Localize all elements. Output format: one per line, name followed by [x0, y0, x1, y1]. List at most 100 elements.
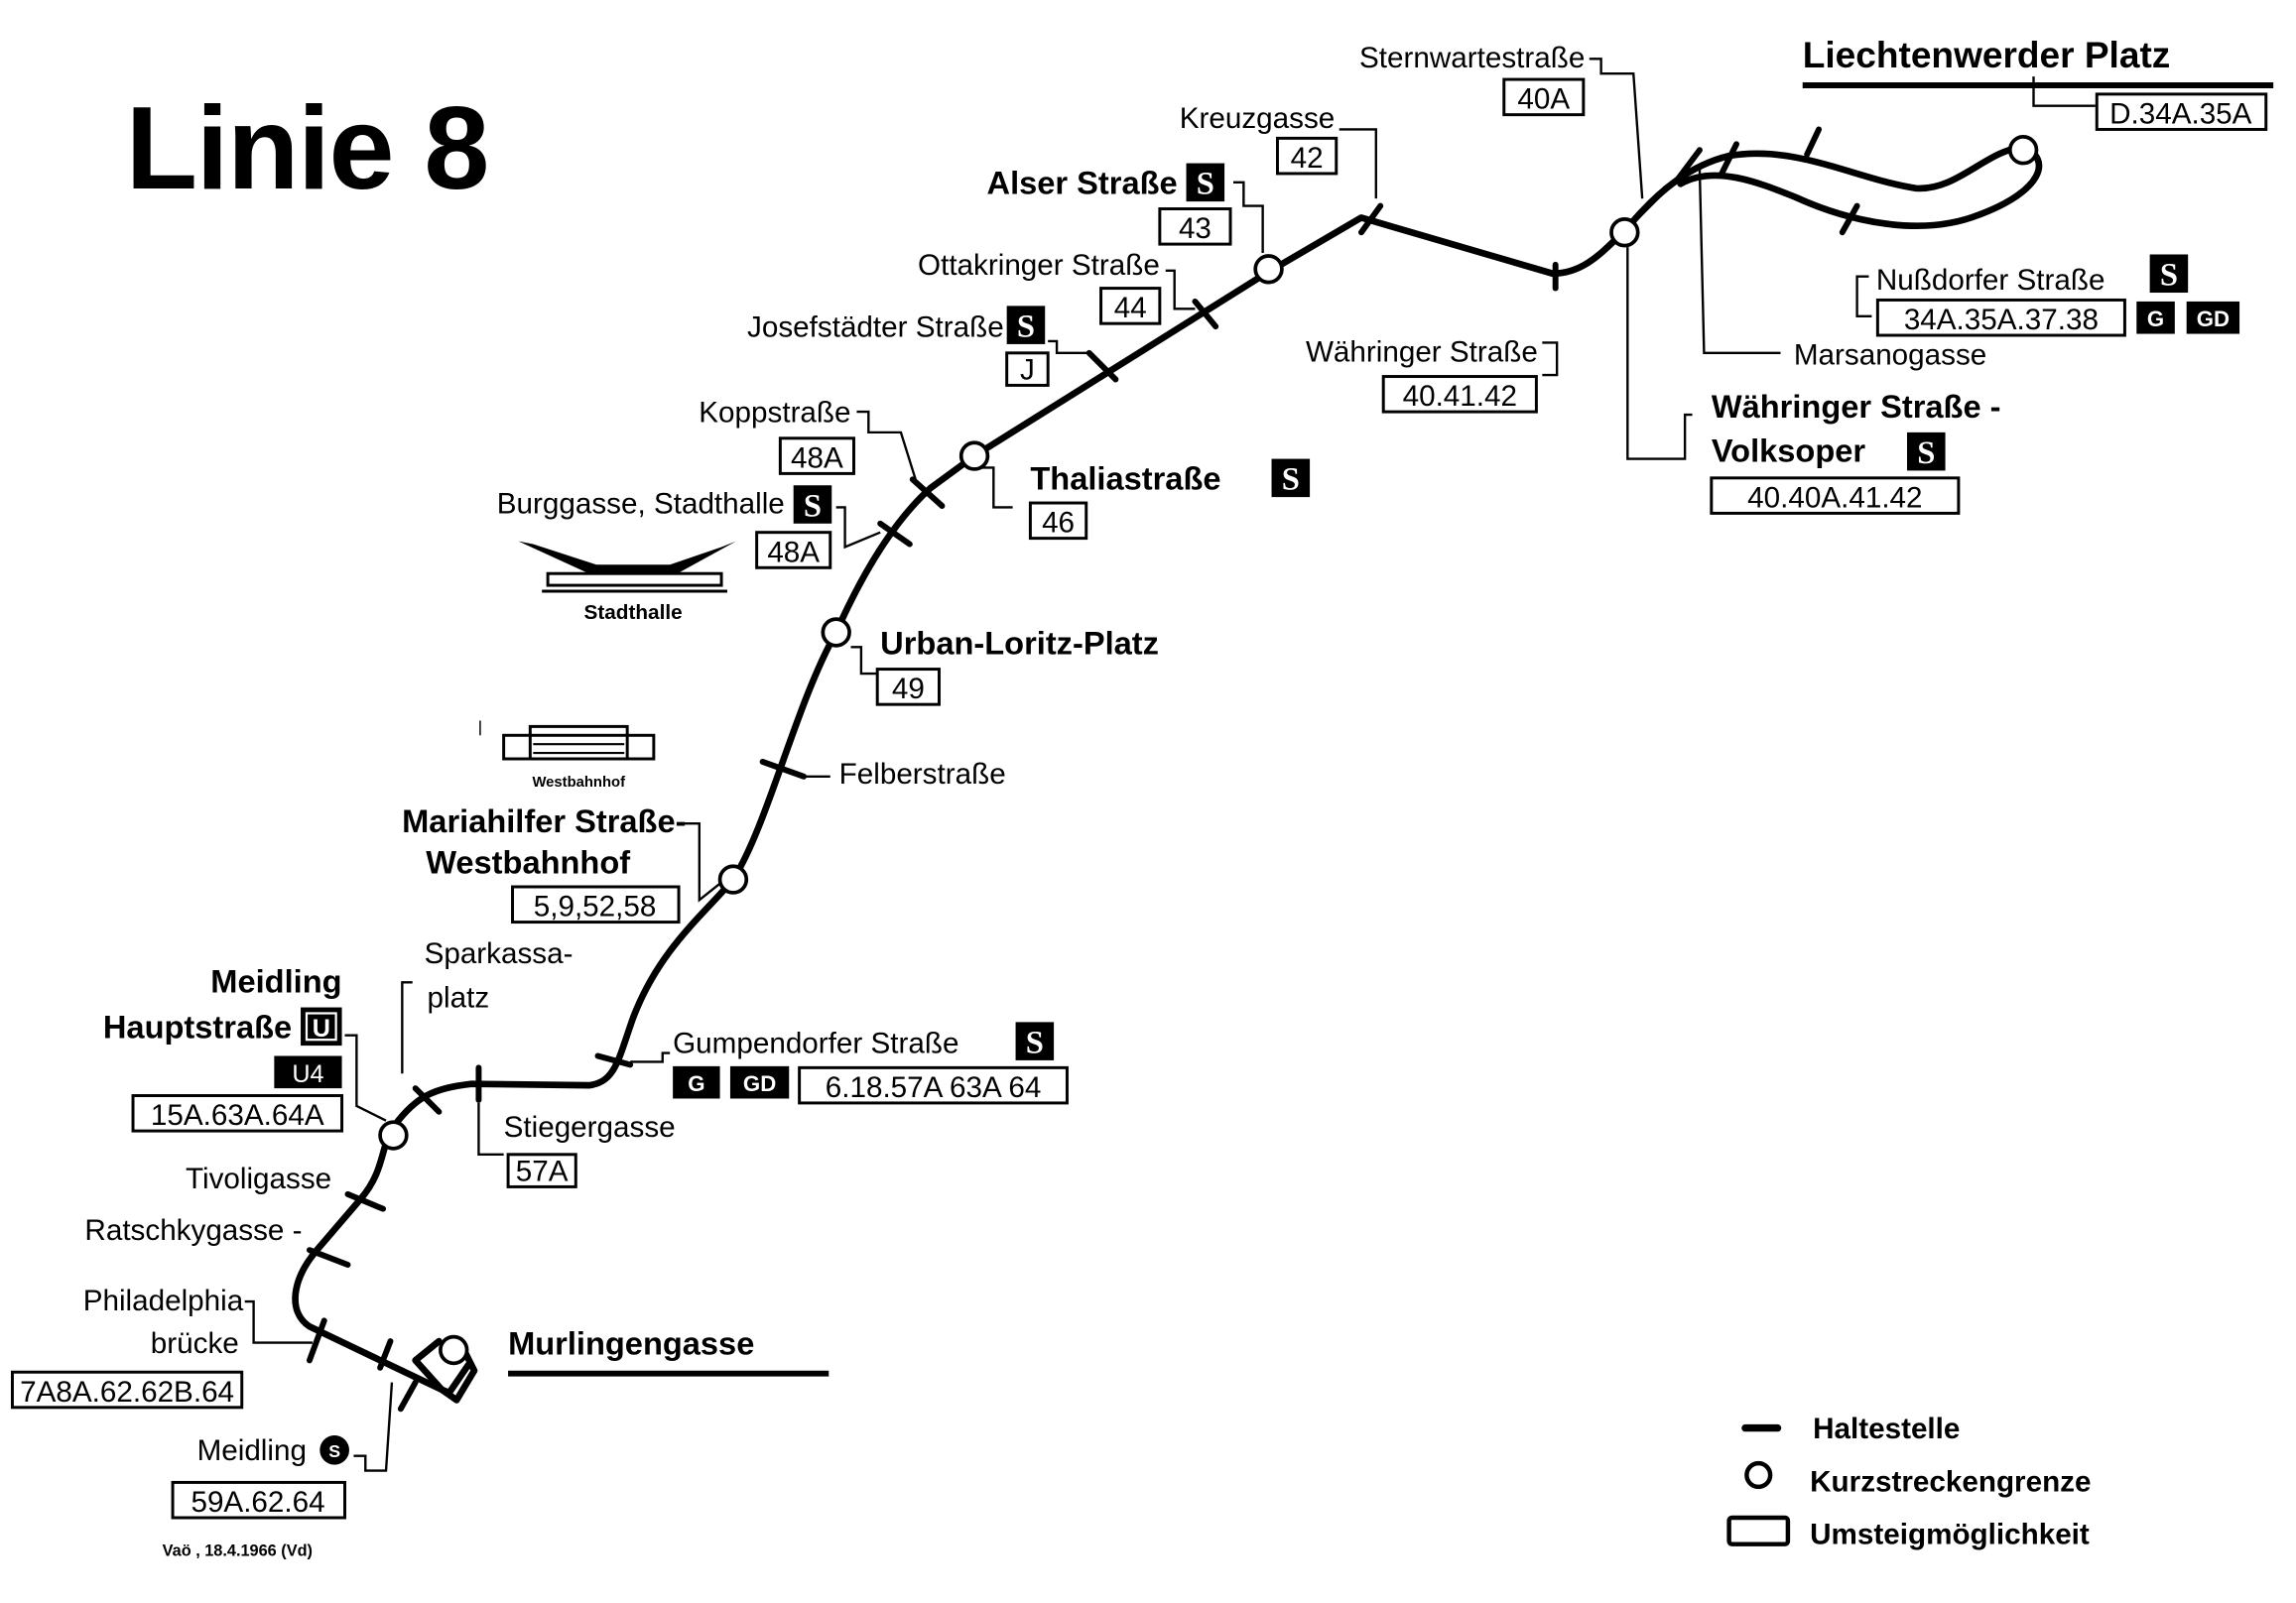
station-felberstrasse: Felberstraße	[839, 758, 1006, 791]
terminus-name: Murlingengasse	[508, 1324, 754, 1361]
route-list: 7A8A.62.62B.64	[20, 1376, 234, 1409]
u-bahn-line-badge: U4	[292, 1060, 323, 1088]
station-ratschkygasse: Ratschkygasse -	[84, 1214, 302, 1247]
station-name: Urban-Loritz-Platz	[880, 625, 1159, 662]
route-list: J	[1020, 354, 1035, 387]
route-list: 40.41.42	[1403, 380, 1517, 413]
legend-label: Haltestelle	[1813, 1413, 1960, 1445]
legend-label: Umsteigmöglichkeit	[1810, 1519, 2090, 1551]
station-name: Burggasse, Stadthalle	[497, 487, 785, 520]
g-badge: G	[2147, 307, 2164, 331]
fare-boundary-markers	[378, 135, 2039, 1366]
station-name: Stiegergasse	[504, 1111, 676, 1144]
station-name: Philadelphia	[83, 1285, 244, 1317]
station-name: Thaliastraße	[1030, 460, 1220, 497]
stop-ticks	[306, 126, 1860, 1413]
route-list: 59A.62.64	[191, 1486, 324, 1519]
station-name: Volksoper	[1712, 432, 1866, 469]
station-thaliastrasse: Thaliastraße S 46	[1028, 458, 1311, 541]
station-mariahilfer-strasse-westbahnhof: Westbahnhof Mariahilfer Straße- Westbahn…	[402, 720, 686, 925]
route-list: 57A	[516, 1156, 569, 1188]
station-name: Mariahilfer Straße-	[402, 802, 686, 839]
route-list: 5,9,52,58	[534, 891, 657, 924]
station-stiegergasse: Stiegergasse 57A	[504, 1111, 676, 1188]
station-name: Sparkassa-	[425, 937, 574, 970]
station-name: Sternwartestraße	[1359, 42, 1585, 74]
terminus-name: Liechtenwerder Platz	[1803, 34, 2171, 75]
transfer-box-icon	[1726, 1515, 1791, 1546]
station-waehringer-strasse: Währinger Straße 40.41.42	[1306, 336, 1538, 414]
route-list: 34A.35A.37.38	[1904, 304, 2099, 336]
station-name: brücke	[151, 1327, 239, 1360]
station-waehringer-strasse-volksoper: Währinger Straße - Volksoper S 40.40A.41…	[1710, 388, 2001, 515]
s-bahn-icon: S	[1282, 462, 1300, 498]
station-name: Gumpendorfer Straße	[673, 1028, 958, 1060]
station-burggasse-stadthalle: Burggasse, Stadthalle S 48A Stadthalle	[497, 485, 832, 624]
station-marsanogasse: Marsanogasse	[1794, 339, 1986, 372]
route-list: 40.40A.41.42	[1747, 481, 1922, 514]
route-list: 15A.63A.64A	[151, 1099, 324, 1132]
s-bahn-icon: S	[1917, 435, 1935, 471]
route-list: 44	[1114, 292, 1147, 324]
gd-badge: GD	[743, 1071, 776, 1096]
fare-boundary-icon	[1744, 1460, 1773, 1490]
station-alser-strasse: Alser Straße S 43	[987, 163, 1232, 246]
route-list: 42	[1291, 142, 1324, 175]
station-name: Währinger Straße	[1306, 336, 1538, 369]
map-footer-date: Vaö , 18.4.1966 (Vd)	[163, 1542, 313, 1560]
station-meidling-hauptstrasse: Meidling Hauptstraße U U4 15A.63A.64A	[103, 963, 344, 1133]
landmark-label: Westbahnhof	[532, 775, 625, 791]
route-list: 46	[1042, 507, 1075, 540]
station-urban-loritz-platz: Urban-Loritz-Platz 49	[875, 625, 1159, 706]
s-bahn-icon: S	[1197, 167, 1214, 202]
s-bahn-icon: S	[328, 1441, 340, 1461]
route-list: 49	[892, 673, 925, 705]
track-line	[292, 143, 2043, 1404]
westbahnhof-building-icon	[479, 720, 656, 761]
s-bahn-icon: S	[2160, 258, 2178, 294]
station-name: Ottakringer Straße	[918, 249, 1160, 282]
station-meidling: Meidling S 59A.62.64	[171, 1434, 349, 1520]
route-list: 48A	[791, 441, 843, 474]
station-name: Josefstädter Straße	[747, 311, 1004, 344]
legend-label: Kurzstreckengrenze	[1810, 1465, 2091, 1498]
station-name: Meidling	[210, 963, 341, 1000]
landmark-label: Stadthalle	[584, 601, 683, 624]
station-liechtenwerder-platz: Liechtenwerder Platz D.34A.35A	[1802, 34, 2274, 131]
u-bahn-icon: U	[313, 1015, 330, 1043]
station-name: Nußdorfer Straße	[1876, 264, 2105, 297]
s-bahn-icon: S	[804, 488, 822, 524]
station-ottakringer-strasse: Ottakringer Straße 44	[918, 249, 1162, 325]
station-philadelphiabruecke: Philadelphia brücke 7A8A.62.62B.64	[10, 1285, 244, 1410]
station-murlingengasse: Murlingengasse	[508, 1324, 829, 1377]
s-bahn-icon: S	[1017, 309, 1035, 345]
station-name: Hauptstraße	[103, 1009, 292, 1046]
station-gumpendorfer-strasse: Gumpendorfer Straße S G GD 6.18.57A 63A …	[673, 1022, 1069, 1105]
station-name: Währinger Straße -	[1712, 388, 2001, 425]
route-list: 6.18.57A 63A 64	[826, 1071, 1042, 1104]
station-josefstaedter-strasse: Josefstädter Straße S J	[747, 306, 1050, 387]
station-name: Koppstraße	[699, 396, 850, 429]
station-nussdorfer-strasse: Nußdorfer Straße S 34A.35A.37.38 G GD	[1875, 254, 2240, 337]
gd-badge: GD	[2197, 307, 2230, 331]
legend: Haltestelle Kurzstreckengrenze Umsteigmö…	[1726, 1413, 2091, 1551]
route-list: D.34A.35A	[2109, 98, 2252, 131]
map-title: Linie 8	[126, 83, 488, 214]
station-tivoligasse: Tivoligasse	[186, 1163, 331, 1195]
route-list: 40A	[1517, 83, 1570, 116]
station-name: Westbahnhof	[426, 844, 630, 881]
route-list: 43	[1179, 212, 1212, 245]
station-name: Kreuzgasse	[1180, 102, 1336, 135]
route-list: 48A	[767, 536, 820, 568]
leader-lines	[244, 58, 2096, 1472]
station-kreuzgasse: Kreuzgasse 42	[1180, 102, 1339, 176]
s-bahn-icon: S	[1026, 1026, 1044, 1061]
station-sternwartestrasse: Sternwartestraße 40A	[1359, 42, 1586, 117]
g-badge: G	[688, 1071, 704, 1096]
station-sparkassaplatz: Sparkassa- platz	[425, 937, 574, 1014]
station-name: Alser Straße	[987, 165, 1178, 201]
station-name: Felberstraße	[839, 758, 1006, 791]
station-name: platz	[428, 982, 490, 1015]
station-name: Meidling	[197, 1434, 307, 1467]
